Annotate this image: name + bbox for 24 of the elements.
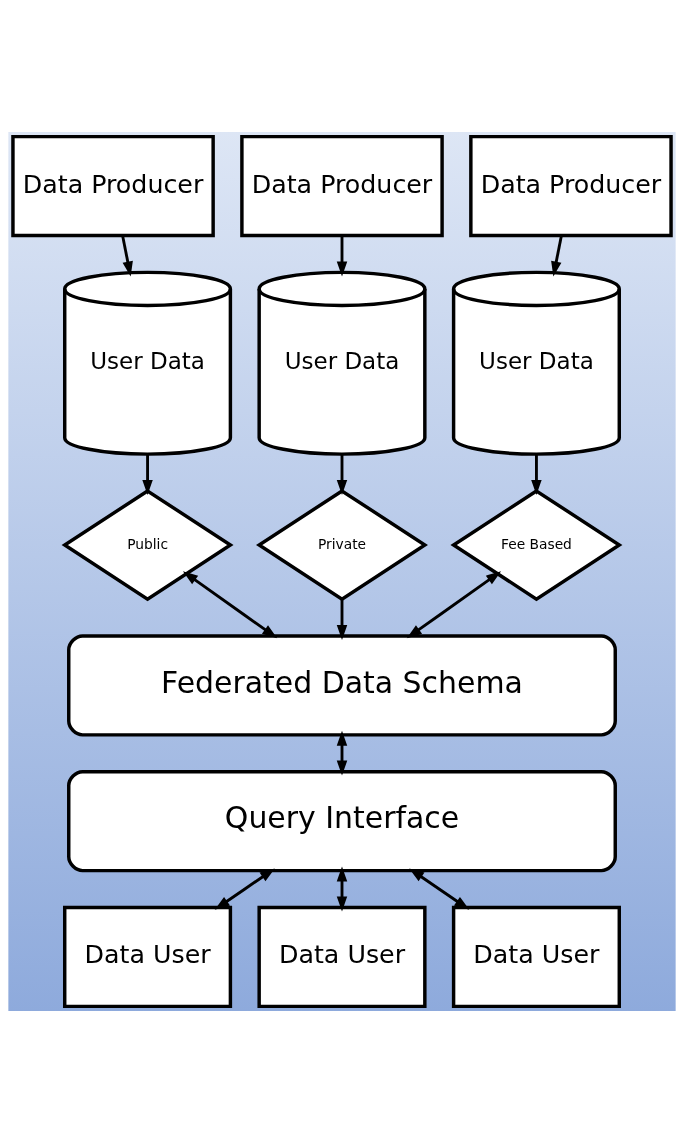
arrow: [336, 598, 348, 640]
arrow: [531, 453, 542, 495]
node-box: Data Producer: [11, 134, 215, 237]
node-box: Data User: [63, 905, 233, 1008]
node-box: Data Producer: [240, 134, 444, 237]
node-box: Data User: [257, 905, 427, 1008]
node-box: Query Interface: [67, 769, 617, 872]
arrow: [142, 453, 153, 495]
arrow: [336, 453, 348, 495]
arrow: [336, 235, 348, 276]
arrow: [336, 730, 348, 776]
arrow: [336, 866, 348, 911]
arrow: [121, 235, 133, 276]
node-diamond: Private: [256, 488, 428, 601]
arrow: [551, 235, 563, 276]
node-diamond: Public: [61, 488, 234, 601]
arrow: [214, 867, 275, 910]
node-diamond: Fee Based: [450, 488, 623, 601]
arrow: [182, 570, 278, 638]
arrow: [406, 570, 502, 638]
node-box: Federated Data Schema: [67, 633, 617, 737]
arrow: [409, 867, 470, 910]
node-box: Data Producer: [469, 134, 673, 237]
node-box: Data User: [451, 905, 621, 1008]
